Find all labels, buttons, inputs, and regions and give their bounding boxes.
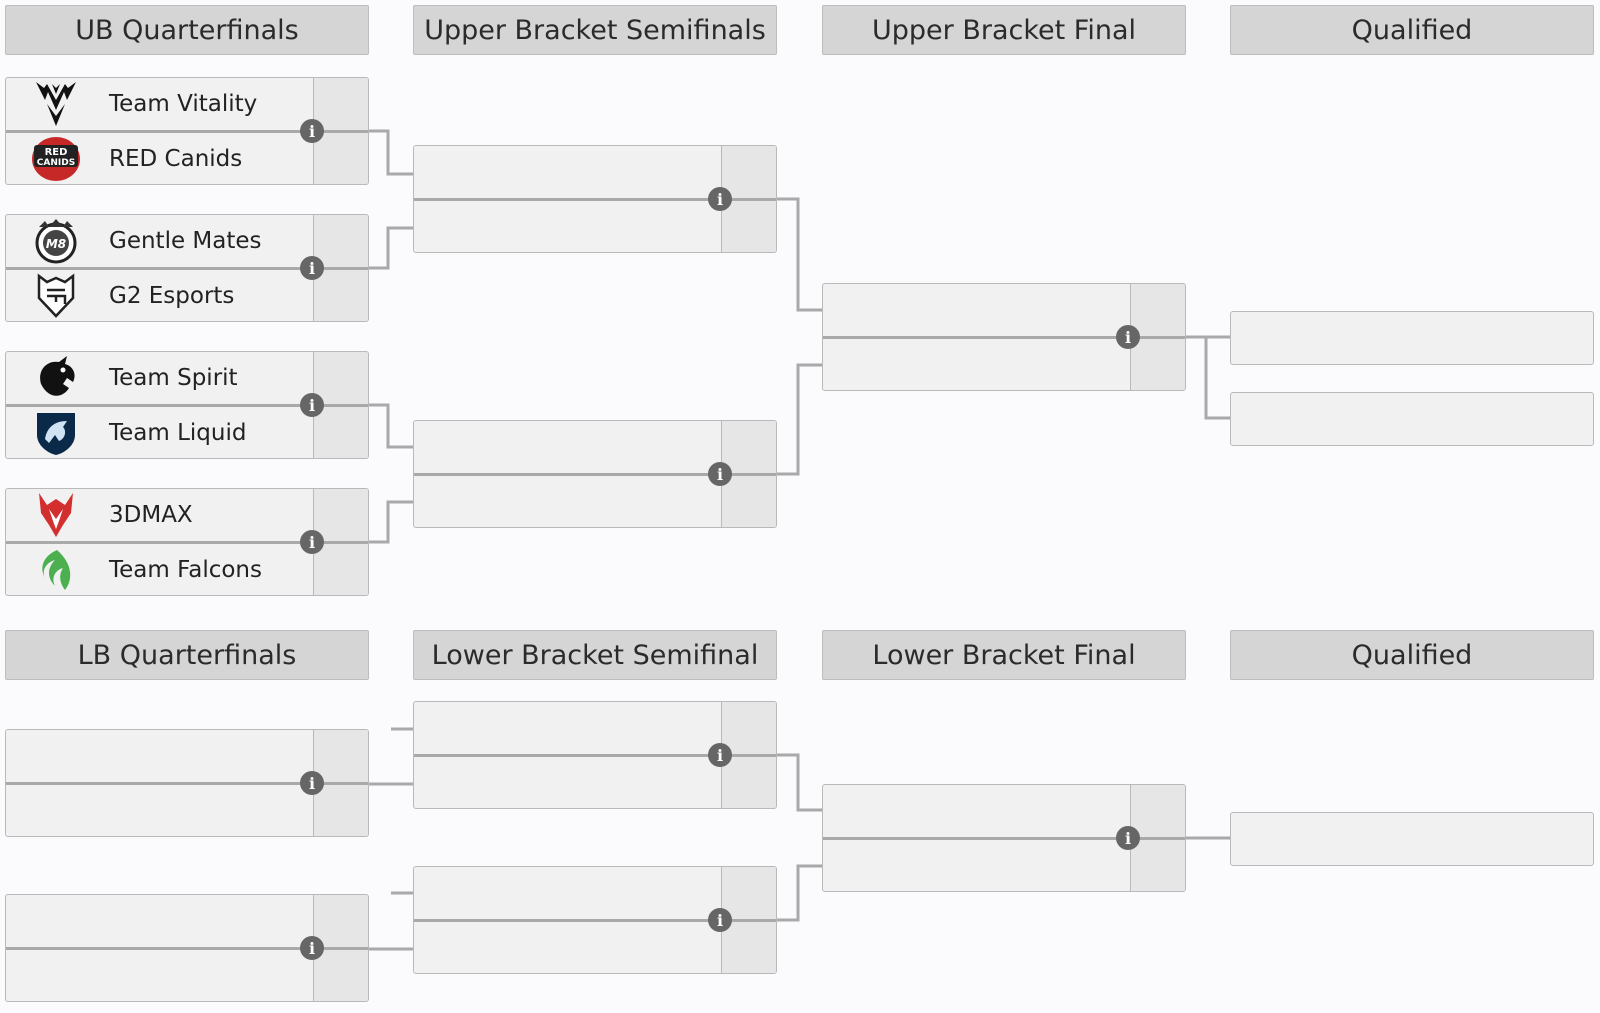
team-slot[interactable]: G2 Esports	[6, 270, 312, 321]
match-divider	[6, 947, 368, 950]
match-divider	[414, 754, 776, 757]
match-info-button[interactable]: i	[708, 187, 732, 211]
header-lb-quarterfinals: LB Quarterfinals	[5, 630, 369, 680]
match-info-button[interactable]: i	[300, 119, 324, 143]
ub-qualified-slot-2[interactable]	[1230, 392, 1594, 446]
liquid-logo-icon	[26, 408, 86, 458]
match-divider	[823, 336, 1185, 339]
match-info-button[interactable]: i	[1116, 325, 1140, 349]
header-lb-qualified: Qualified	[1230, 630, 1594, 680]
lb-qualified-slot[interactable]	[1230, 812, 1594, 866]
match-info-button[interactable]: i	[1116, 826, 1140, 850]
spirit-logo-icon	[26, 353, 86, 403]
match-divider	[823, 837, 1185, 840]
lb-quarterfinal-match-1[interactable]	[5, 729, 369, 837]
lb-semifinal-match-2[interactable]	[413, 866, 777, 974]
match-info-button[interactable]: i	[708, 908, 732, 932]
team-name: Gentle Mates	[109, 228, 262, 254]
team-name: Team Liquid	[109, 420, 247, 446]
svg-text:RED: RED	[45, 147, 68, 158]
match-info-button[interactable]: i	[300, 530, 324, 554]
vitality-logo-icon	[26, 79, 86, 129]
3dmax-logo-icon	[26, 490, 86, 540]
match-info-button[interactable]: i	[708, 743, 732, 767]
team-name: RED Canids	[109, 146, 243, 172]
team-slot[interactable]: Team Liquid	[6, 407, 312, 458]
match-info-button[interactable]: i	[300, 393, 324, 417]
team-name: G2 Esports	[109, 283, 235, 309]
gentle-mates-logo-icon: M8	[26, 216, 86, 266]
match-divider	[6, 782, 368, 785]
header-ub-semifinals: Upper Bracket Semifinals	[413, 5, 777, 55]
header-ub-quarterfinals: UB Quarterfinals	[5, 5, 369, 55]
falcons-logo-icon	[26, 545, 86, 595]
team-slot[interactable]: M8 Gentle Mates	[6, 215, 312, 267]
ub-qualified-slot-1[interactable]	[1230, 311, 1594, 365]
team-name: Team Falcons	[109, 557, 262, 583]
lb-final-match[interactable]	[822, 784, 1186, 892]
header-ub-final: Upper Bracket Final	[822, 5, 1186, 55]
match-divider	[6, 541, 368, 544]
match-info-button[interactable]: i	[300, 256, 324, 280]
match-info-button[interactable]: i	[300, 771, 324, 795]
match-divider	[6, 130, 368, 133]
match-info-button[interactable]: i	[708, 462, 732, 486]
g2-logo-icon	[26, 271, 86, 321]
match-divider	[414, 473, 776, 476]
header-ub-qualified: Qualified	[1230, 5, 1594, 55]
team-slot[interactable]: 3DMAX	[6, 489, 312, 541]
match-divider	[414, 198, 776, 201]
match-info-button[interactable]: i	[300, 936, 324, 960]
ub-quarterfinal-match-4[interactable]: 3DMAX Team Falcons	[5, 488, 369, 596]
team-name: 3DMAX	[109, 502, 193, 528]
svg-text:M8: M8	[46, 237, 66, 251]
match-divider	[6, 404, 368, 407]
match-divider	[414, 919, 776, 922]
header-lb-semifinal: Lower Bracket Semifinal	[413, 630, 777, 680]
team-slot[interactable]: Team Falcons	[6, 544, 312, 595]
svg-text:CANIDS: CANIDS	[37, 158, 75, 168]
team-name: Team Spirit	[109, 365, 238, 391]
match-divider	[6, 267, 368, 270]
team-slot[interactable]: Team Spirit	[6, 352, 312, 404]
team-name: Team Vitality	[109, 91, 258, 117]
header-lb-final: Lower Bracket Final	[822, 630, 1186, 680]
team-slot[interactable]: Team Vitality	[6, 78, 312, 130]
